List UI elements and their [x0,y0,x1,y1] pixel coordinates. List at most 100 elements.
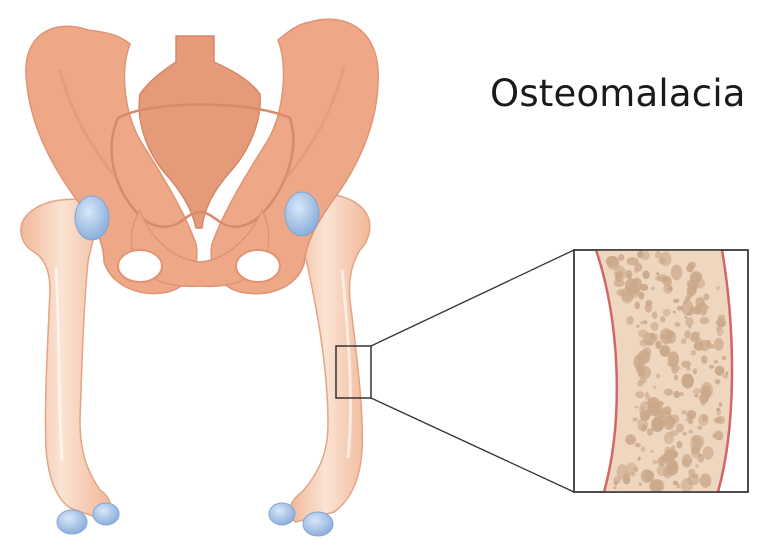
bone-pore [671,265,682,281]
bone-pore [689,430,693,434]
bone-pore [670,451,678,458]
bone-pore [623,474,631,484]
bone-pore [714,417,722,423]
bone-pore [636,364,641,370]
bone-pore [709,365,714,369]
bone-pore [682,454,692,468]
diagram-title: Osteomalacia [490,72,746,115]
bone-pore [637,356,640,359]
bone-pore [696,338,703,345]
bone-pore [700,317,710,324]
bone-pore [722,356,727,361]
bone-pore [639,401,652,417]
bone-pore [668,422,673,427]
bone-pore [688,374,692,378]
bone-pore [634,268,639,273]
bone-pore [690,271,702,283]
bone-pore [643,347,652,357]
bone-pore [630,472,636,477]
bone-pore [703,293,709,300]
bone-pore [618,254,624,261]
bone-pore [716,286,720,291]
bone-pore [683,432,687,436]
bone-pore [717,327,724,336]
bone-pore [635,391,644,398]
bone-pore [627,274,630,278]
bone-pore [681,361,691,368]
bone-pore [693,368,697,374]
bone-pore [667,286,673,291]
bone-pore [643,320,647,324]
bone-pore [656,272,659,275]
bone-pore [625,434,636,445]
bone-pore [673,391,680,398]
bone-pore [626,316,634,325]
bone-pore [639,292,645,300]
bone-pore [695,464,699,468]
bone-pore [685,296,691,300]
bone-pore [641,446,646,452]
bone-pore [639,377,647,383]
bone-pore [695,297,705,307]
bone-pore [699,393,709,404]
bone-pore [647,428,653,436]
bone-pore [706,340,712,348]
bone-pore [639,482,643,486]
bone-pore [703,446,714,460]
knee-condyles [57,503,333,536]
bone-pore [686,410,696,419]
bone-pore [663,309,671,317]
bone-pore [671,445,675,451]
bone-pore [666,330,675,338]
bone-pore [716,409,721,415]
bone-pore [662,276,672,286]
bone-pore [636,324,640,327]
bone-pore [681,478,693,492]
bone-pore [680,392,684,396]
bone-pore [650,450,653,453]
bone-pore [719,402,723,406]
bone-pore [685,317,693,326]
bone-pore [700,474,712,488]
bone-pore [681,338,687,344]
bone-pore [650,322,658,331]
bone-pore [655,341,661,349]
bone-pore [688,309,693,316]
bone-pore [692,284,698,289]
bone-pore [718,315,725,321]
bone-pore [654,406,665,420]
bone-pore [675,322,681,326]
bone-pore [634,285,638,289]
bone-pore [635,443,641,447]
bone-pore [697,332,700,336]
bone-pore [660,347,670,357]
bone-cross-section [574,250,748,493]
bone-pore [690,435,702,452]
bone-pore [712,433,716,438]
bone-pore [627,257,639,265]
bone-pore [614,265,626,281]
bone-pore [714,338,724,351]
bone-pore [681,410,686,415]
bone-pore [656,373,660,378]
bone-pore [613,486,616,489]
bone-pore [673,311,677,314]
bone-pore [698,454,702,457]
bone-pore [635,406,638,409]
bone-pore [663,406,671,415]
bone-pore [684,330,690,338]
bone-pore [652,460,657,465]
bone-pore [653,386,657,389]
bone-pore [702,415,707,422]
bone-pore [651,287,655,291]
bone-pore [635,302,641,310]
bone-pore [690,337,694,341]
bone-pore [685,418,689,421]
bone-pore [643,333,656,346]
bone-pore [715,366,725,376]
bone-pore [694,394,698,398]
bone-pore [723,374,729,379]
left-femur [21,199,111,520]
bone-pore [622,292,634,301]
